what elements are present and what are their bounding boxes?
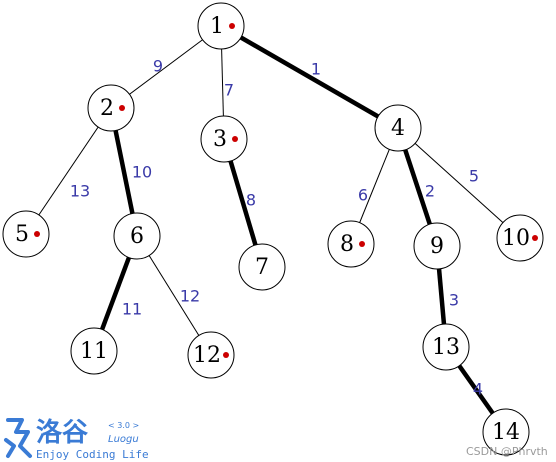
node-label: 6 bbox=[130, 224, 144, 249]
logo-tagline: Enjoy Coding Life bbox=[36, 448, 149, 461]
tree-node: 5 bbox=[2, 210, 50, 258]
node-circle bbox=[238, 243, 286, 291]
node-circle bbox=[70, 327, 118, 375]
tree-node: 4 bbox=[374, 104, 422, 152]
edge-2-5 bbox=[25, 107, 112, 235]
edge-1-4 bbox=[219, 24, 400, 130]
node-label: 11 bbox=[80, 339, 108, 364]
node-circle bbox=[197, 2, 245, 50]
red-dot-icon bbox=[229, 23, 235, 29]
edge-weight-label: 1 bbox=[311, 60, 321, 79]
tree-node: 1 bbox=[197, 2, 245, 50]
node-label: 3 bbox=[213, 127, 227, 152]
tree-node: 11 bbox=[70, 327, 118, 375]
edge-weight-label: 6 bbox=[358, 186, 368, 205]
red-dot-icon bbox=[119, 105, 125, 111]
watermark: CSDN @Phrvth bbox=[466, 445, 548, 458]
node-label: 14 bbox=[492, 420, 520, 445]
edge-weight-label: 10 bbox=[132, 163, 152, 182]
tree-node: 3 bbox=[200, 115, 248, 163]
tree-node: 9 bbox=[413, 222, 461, 270]
node-label: 5 bbox=[15, 222, 29, 247]
node-label: 10 bbox=[502, 226, 530, 251]
red-dot-icon bbox=[359, 241, 365, 247]
edge-weight-label: 4 bbox=[473, 380, 483, 399]
tree-node: 14 bbox=[482, 408, 530, 456]
tree-node: 2 bbox=[87, 84, 135, 132]
luogu-mascot-icon bbox=[4, 418, 32, 458]
red-dot-icon bbox=[34, 231, 40, 237]
edge-weight-label: 3 bbox=[449, 291, 459, 310]
luogu-logo: 洛谷 < 3.0 > Luogu Enjoy Coding Life bbox=[4, 417, 149, 461]
node-circle bbox=[2, 210, 50, 258]
node-circle bbox=[113, 212, 161, 260]
node-circle bbox=[374, 104, 422, 152]
red-dot-icon bbox=[532, 235, 538, 241]
edge-weight-label: 11 bbox=[122, 300, 142, 319]
node-label: 7 bbox=[255, 255, 269, 280]
edge-weight-label: 2 bbox=[425, 182, 435, 201]
node-circle bbox=[413, 222, 461, 270]
edge-weight-label: 8 bbox=[246, 191, 256, 210]
tree-node: 8 bbox=[327, 220, 375, 268]
tree-node: 6 bbox=[113, 212, 161, 260]
node-label: 9 bbox=[430, 234, 444, 259]
red-dot-icon bbox=[223, 352, 229, 358]
tree-node: 10 bbox=[496, 214, 544, 262]
tree-node: 13 bbox=[422, 323, 470, 371]
node-label: 8 bbox=[340, 232, 354, 257]
node-label: 12 bbox=[193, 343, 221, 368]
logo-name-cn: 洛谷 bbox=[36, 417, 89, 448]
node-label: 4 bbox=[391, 116, 405, 141]
logo-version: < 3.0 > bbox=[108, 421, 139, 430]
edge-weight-label: 9 bbox=[153, 57, 163, 76]
logo-name-en: Luogu bbox=[108, 434, 139, 445]
node-circle bbox=[422, 323, 470, 371]
node-circle bbox=[496, 214, 544, 262]
node-label: 13 bbox=[432, 335, 460, 360]
tree-node: 7 bbox=[238, 243, 286, 291]
red-dot-icon bbox=[232, 136, 238, 142]
edge-weight-label: 13 bbox=[70, 182, 90, 201]
node-label: 1 bbox=[210, 14, 224, 39]
node-circle bbox=[200, 115, 248, 163]
node-circle bbox=[87, 84, 135, 132]
node-circle bbox=[327, 220, 375, 268]
node-circle bbox=[482, 408, 530, 456]
node-label: 2 bbox=[100, 96, 114, 121]
node-circle bbox=[187, 331, 235, 379]
edge-4-10 bbox=[397, 127, 521, 239]
edge-weight-label: 5 bbox=[469, 167, 479, 186]
edge-weight-label: 7 bbox=[224, 81, 234, 100]
tree-node: 12 bbox=[187, 331, 235, 379]
edge-weight-label: 12 bbox=[180, 287, 200, 306]
